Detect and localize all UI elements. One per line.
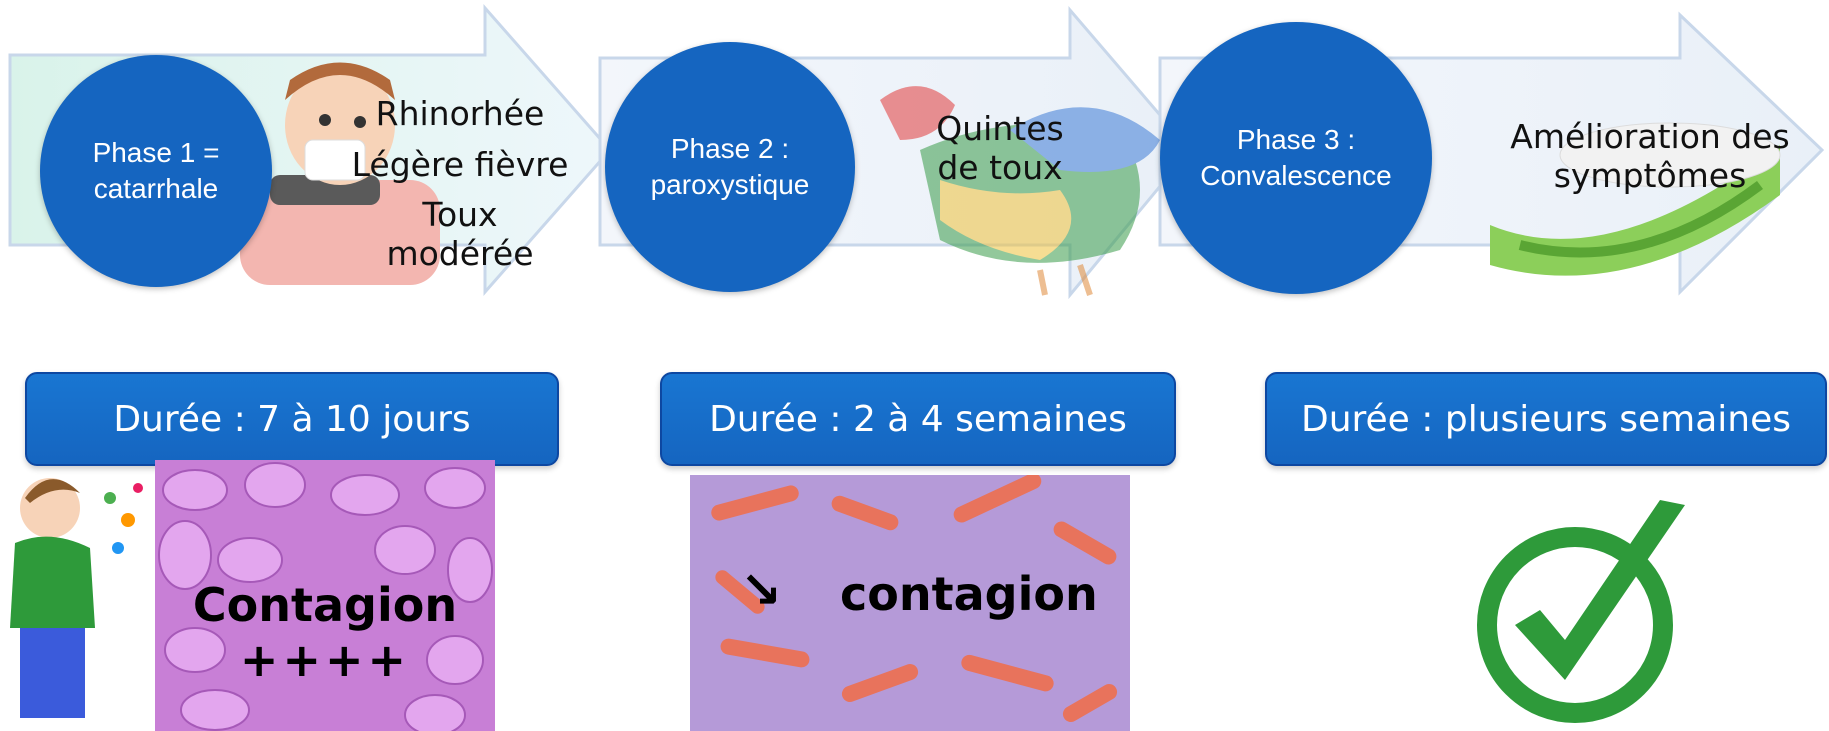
bacteria-panel-purple: Contagion ++++ (155, 460, 495, 731)
phase-2-duration-text: Durée : 2 à 4 semaines (709, 398, 1127, 440)
bacteria-panel-red: ↘ contagion (690, 475, 1130, 731)
contagion-low-label: contagion (840, 567, 1098, 621)
phase-3-duration-text: Durée : plusieurs semaines (1300, 398, 1791, 440)
phase-1-label: Phase 1 = catarrhale (92, 136, 220, 204)
phase-2-symptom-line2: de toux (937, 147, 1063, 187)
phase-3-symptom-line1: Amélioration des (1510, 117, 1790, 156)
phase-1-duration: Durée : 7 à 10 jours (25, 372, 559, 466)
phase-2-circle: Phase 2 : paroxystique (605, 42, 855, 292)
symptom-cough: Toux modérée (386, 195, 534, 273)
phase-2-symptoms: Quintes de toux (925, 109, 1075, 187)
rooster-icon (880, 86, 1160, 296)
check-circle-icon (1477, 500, 1685, 723)
phase-2-label: Phase 2 : paroxystique (650, 132, 810, 200)
phase-3-circle: Phase 3 : Convalescence (1160, 22, 1432, 294)
phase-3-label: Phase 3 : Convalescence (1200, 123, 1392, 191)
contagion-high-text: Contagion (192, 578, 458, 632)
bacteria-pattern-red (711, 475, 1118, 722)
pillow-icon (1490, 122, 1781, 276)
phase-3-symptom-line2: symptômes (1553, 155, 1747, 195)
person-sneezing-icon (240, 62, 440, 285)
phase-1-symptoms: Rhinorhée Légère fièvre Toux modérée (350, 94, 570, 273)
phase-1-circle: Phase 1 = catarrhale (40, 55, 272, 287)
bacteria-pattern-purple (158, 462, 493, 731)
phase-1-duration-text: Durée : 7 à 10 jours (113, 398, 471, 440)
symptom-fever: Légère fièvre (351, 144, 569, 184)
phase-2-duration: Durée : 2 à 4 semaines (660, 372, 1176, 466)
contagion-decrease-arrow: ↘ (740, 561, 782, 619)
phase-3-symptoms: Amélioration des symptômes (1480, 117, 1820, 195)
contagion-high-level: ++++ (239, 633, 411, 688)
phase-2-symptom-line1: Quintes (936, 109, 1064, 148)
contagion-high-label: Contagion ++++ (155, 578, 495, 688)
symptom-rhinorrhea: Rhinorhée (375, 94, 545, 133)
person-coughing-icon (10, 478, 143, 718)
phase-3-duration: Durée : plusieurs semaines (1265, 372, 1827, 466)
